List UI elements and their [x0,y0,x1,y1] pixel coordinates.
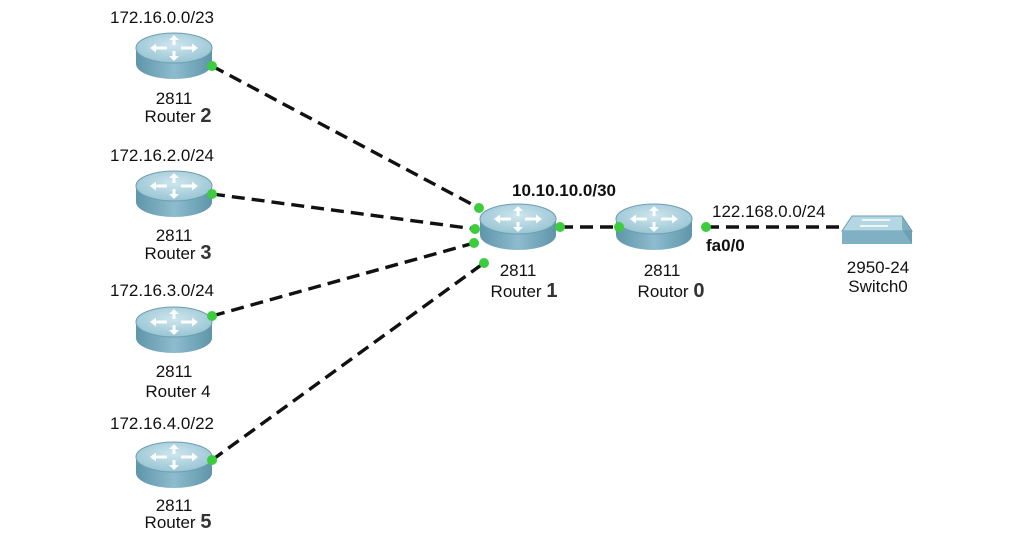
port-router1-c [469,238,479,248]
router1-icon[interactable] [479,203,557,251]
router3-network-label: 172.16.2.0/24 [110,146,214,165]
router0-name-label: Routor 0 [637,280,705,302]
router3-icon[interactable] [135,170,213,218]
router0-interface-label: fa0/0 [706,236,745,255]
link-router4-router1 [211,241,475,318]
router2-icon[interactable] [135,32,213,80]
router4-name-label: Router 4 [145,382,211,401]
port-router2 [207,61,217,71]
port-router0-fa00 [701,222,711,232]
router3-name-label: Router 3 [144,242,212,264]
router0-switch-network-label: 122.168.0.0/24 [712,202,826,221]
switch0-icon[interactable] [841,215,913,244]
link-router3-router1 [211,192,476,231]
router4-network-label: 172.16.3.0/24 [110,281,214,300]
router5-model-label: 2811 [155,496,193,515]
port-router4 [207,311,217,321]
router3-model-label: 2811 [155,226,193,245]
router2-network-label: 172.16.0.0/23 [110,8,214,27]
port-router1-d [479,258,489,268]
router2-name-label: Router 2 [144,105,212,127]
port-router1-b [470,224,480,234]
router2-model-label: 2811 [155,89,193,108]
router5-name-label: Router 5 [144,511,212,533]
port-router1-e [555,222,565,232]
link-router5-router1 [211,261,485,462]
router1-router0-network-label: 10.10.10.0/30 [512,181,616,200]
link-router2-router1 [211,64,480,210]
port-router3 [207,189,217,199]
switch0-model-label: 2950-24 [846,258,910,277]
router0-model-label: 2811 [643,261,681,280]
router5-icon[interactable] [135,441,213,489]
port-router5 [207,455,217,465]
router4-model-label: 2811 [155,362,193,381]
router1-model-label: 2811 [499,261,537,280]
router1-name-label: Router 1 [490,280,558,302]
port-router0-a [614,222,624,232]
router5-network-label: 172.16.4.0/22 [110,414,214,433]
router4-icon[interactable] [135,306,213,354]
router0-icon[interactable] [615,203,693,251]
port-router1-a [474,203,484,213]
switch0-name-label: Switch0 [848,277,908,296]
